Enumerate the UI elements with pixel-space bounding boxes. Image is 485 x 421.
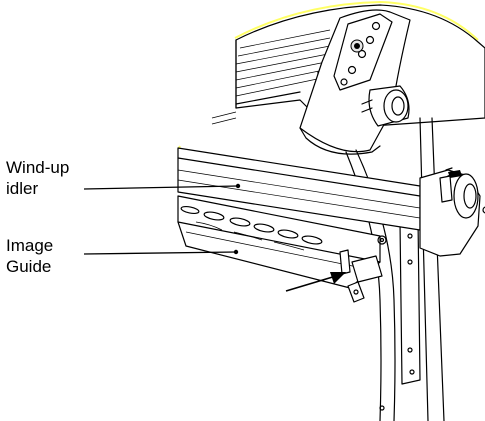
callout-leaders: [83, 185, 346, 292]
wind-up-idler-leader: [83, 185, 239, 190]
wind-up-idler-beam: [177, 145, 421, 231]
guide-arrow-shaft: [285, 275, 337, 292]
wind-up-idler-label-line2: idler: [6, 179, 39, 198]
wind-up-idler-label-line1: Wind-up: [6, 158, 70, 177]
side-roller-assembly: [419, 167, 485, 257]
image-guide-label-line2: Guide: [6, 257, 52, 276]
image-guide-rail: [177, 195, 387, 303]
image-guide-label-line1: Image: [6, 236, 54, 255]
stand-legs: [345, 117, 445, 421]
wind-up-idler-label: Wind-up idler: [6, 157, 69, 199]
image-guide-label: Image Guide: [6, 235, 53, 277]
image-guide-leader: [83, 251, 237, 255]
control-panel-housing: [299, 9, 411, 155]
guide-arrow-head: [330, 272, 346, 284]
